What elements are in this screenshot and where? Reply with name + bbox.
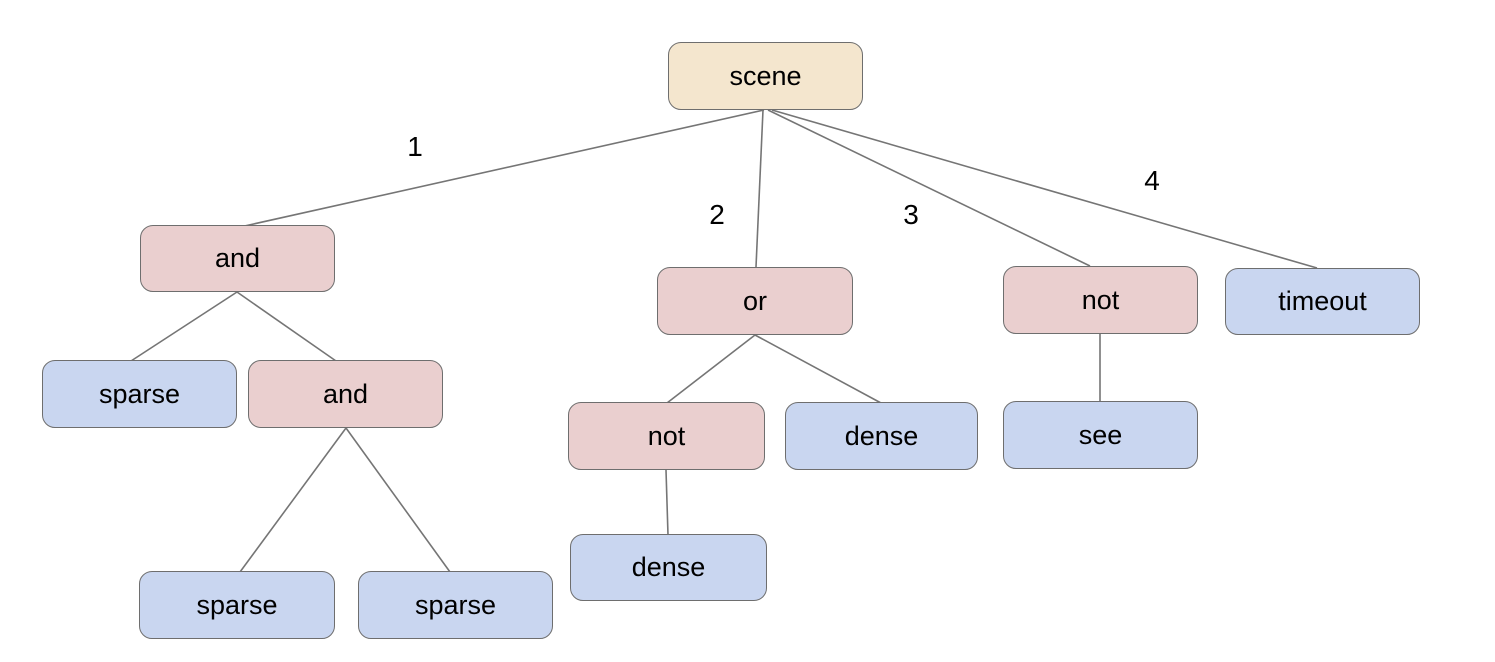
- edge-label-1: 1: [407, 131, 423, 162]
- edge-scene-not: [767, 109, 1091, 267]
- node-and: and: [140, 225, 335, 292]
- edge-label-4: 4: [1144, 165, 1160, 196]
- edge-label-2: 2: [709, 199, 725, 230]
- node-timeout: timeout: [1225, 268, 1420, 335]
- edge-and-and: [236, 291, 337, 362]
- edge-and2-sparse2: [345, 427, 451, 573]
- node-sparse-bottom-1: sparse: [139, 571, 335, 639]
- edge-scene-timeout: [771, 109, 1318, 269]
- edge-or-not: [666, 334, 756, 404]
- node-and-nested: and: [248, 360, 443, 428]
- node-scene: scene: [668, 42, 863, 110]
- node-not-mid: not: [568, 402, 765, 470]
- node-or: or: [657, 267, 853, 335]
- edge-not-dense: [665, 469, 669, 536]
- node-not-right: not: [1003, 266, 1198, 334]
- edge-label-3: 3: [903, 199, 919, 230]
- edge-and2-sparse1: [239, 427, 347, 573]
- node-see: see: [1003, 401, 1198, 469]
- node-sparse-left: sparse: [42, 360, 237, 428]
- edge-scene-and: [239, 109, 765, 228]
- node-dense-right: dense: [785, 402, 978, 470]
- node-dense-bottom: dense: [570, 534, 767, 601]
- edge-scene-or: [755, 109, 764, 268]
- node-sparse-bottom-2: sparse: [358, 571, 553, 639]
- edge-and-sparse: [130, 291, 238, 362]
- edge-or-dense: [754, 334, 882, 404]
